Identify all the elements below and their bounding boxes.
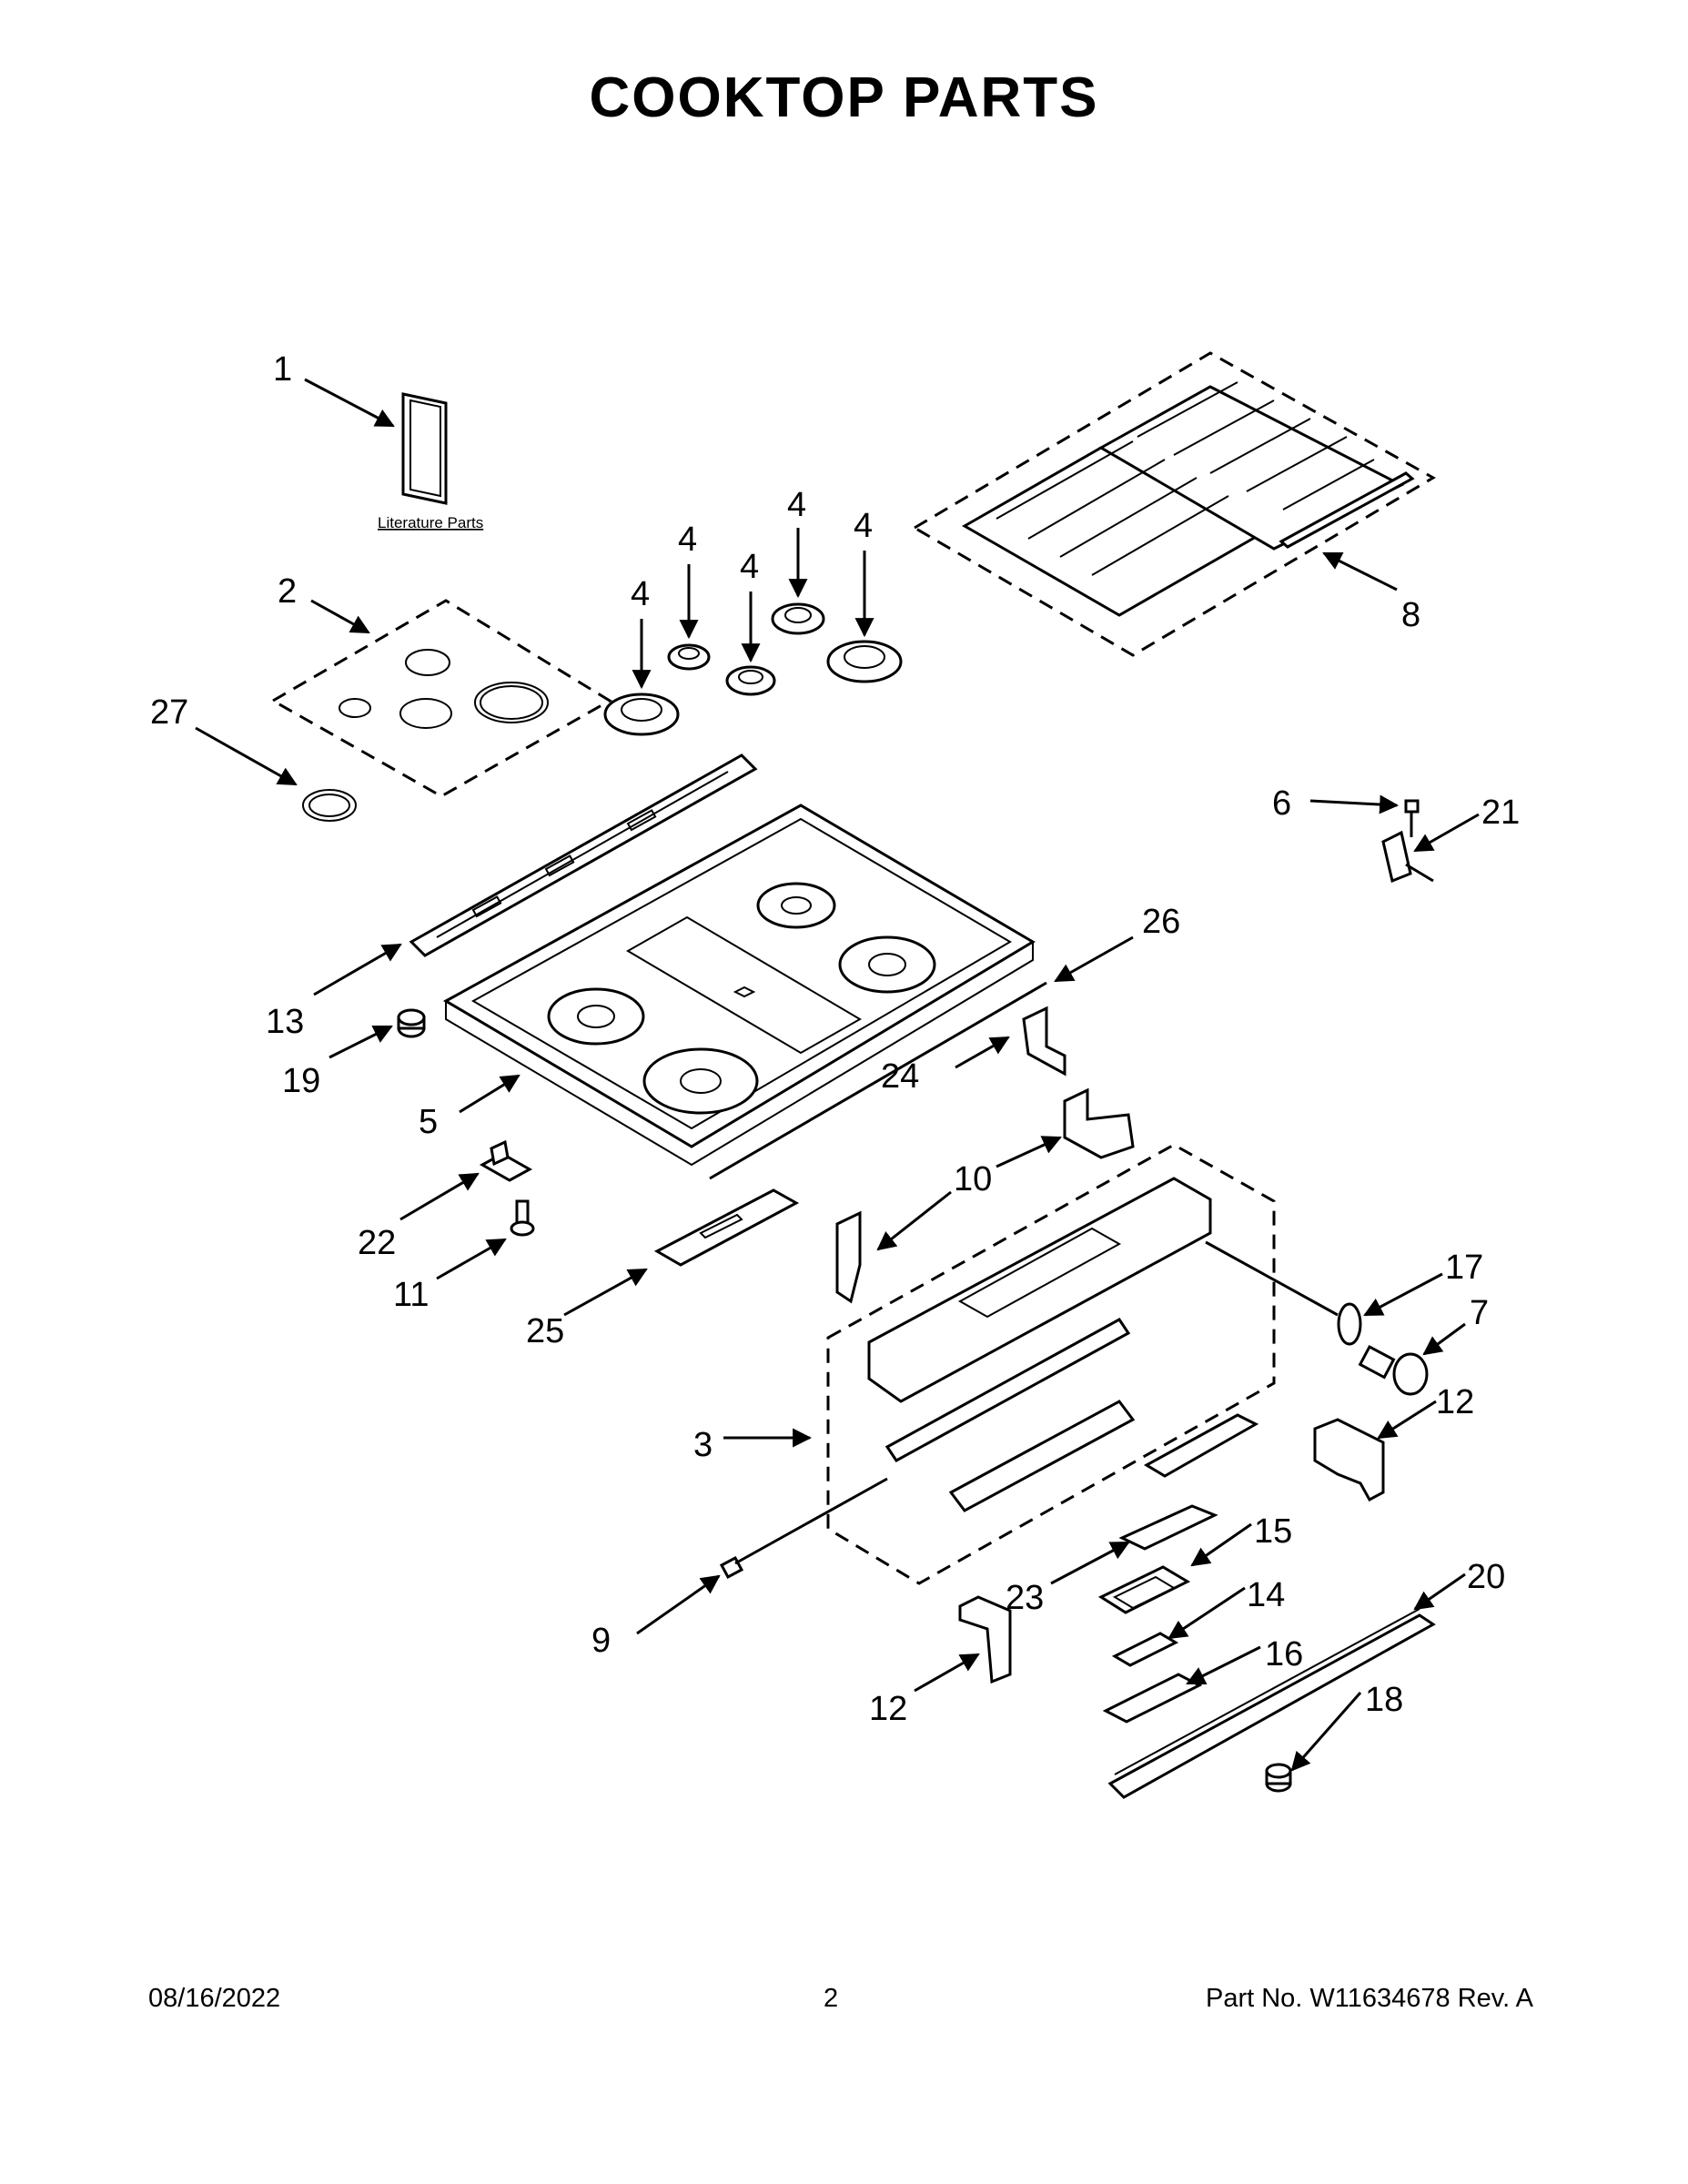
callout-27: 27	[150, 693, 188, 732]
bracket-24	[1022, 1006, 1066, 1077]
end-cap-right	[1313, 1418, 1385, 1502]
bracket-22	[479, 1139, 533, 1182]
callout-18: 18	[1365, 1681, 1403, 1719]
end-cap-left	[958, 1595, 1012, 1684]
display-lens	[1118, 1504, 1218, 1551]
callout-3: 3	[693, 1426, 713, 1464]
literature-parts-label: Literature Parts	[378, 514, 483, 531]
callout-6: 6	[1272, 784, 1291, 823]
callout-4c: 4	[740, 548, 759, 586]
callout-9: 9	[591, 1622, 611, 1660]
callout-25: 25	[526, 1312, 564, 1350]
callout-24: 24	[881, 1057, 919, 1096]
screw	[719, 1477, 888, 1580]
grates	[912, 351, 1437, 657]
burner-base-2	[667, 643, 711, 671]
callout-4b: 4	[678, 521, 697, 559]
callout-20: 20	[1467, 1558, 1505, 1596]
burner-ring	[302, 789, 357, 822]
interface-board	[1097, 1565, 1191, 1614]
main-cooktop	[442, 804, 1036, 1167]
vent	[653, 1188, 800, 1267]
screw-6	[1404, 799, 1420, 837]
callout-14: 14	[1247, 1576, 1285, 1614]
callout-13: 13	[266, 1003, 304, 1041]
callout-17: 17	[1445, 1249, 1483, 1287]
callout-4e: 4	[854, 507, 873, 545]
burner-base-4	[771, 602, 825, 635]
control-panel-trim	[409, 753, 758, 957]
control-knob	[1358, 1344, 1429, 1396]
callout-11: 11	[393, 1276, 429, 1314]
burner-base-1	[603, 693, 680, 736]
footer-date: 08/16/2022	[148, 1984, 281, 2013]
keypad	[1111, 1632, 1179, 1667]
callout-2: 2	[278, 572, 297, 611]
callout-4a: 4	[631, 575, 650, 613]
page-title: COOKTOP PARTS	[589, 66, 1099, 129]
gasket-strip	[709, 981, 1047, 1180]
callout-26: 26	[1142, 903, 1180, 941]
callout-12a: 12	[1436, 1383, 1474, 1421]
callout-8: 8	[1401, 596, 1420, 634]
igniter-21	[1381, 830, 1434, 884]
bottom-trim	[1107, 1608, 1436, 1799]
callout-1: 1	[273, 350, 292, 389]
burner-cap-set	[269, 599, 612, 798]
bracket-10-upper	[1063, 1087, 1135, 1159]
callout-15: 15	[1254, 1512, 1292, 1551]
burner-base-3	[725, 665, 776, 696]
small-cap	[397, 1008, 426, 1038]
callout-10a: 10	[954, 1160, 992, 1198]
footer-page-number: 2	[824, 1984, 839, 2013]
leveling-leg	[510, 1199, 535, 1237]
callout-7: 7	[1470, 1294, 1489, 1332]
knob-bezel	[1337, 1302, 1362, 1346]
callout-21: 21	[1481, 794, 1520, 832]
callout-23: 23	[1006, 1579, 1044, 1617]
control-assembly	[826, 1143, 1339, 1585]
literature-parts-booklet: Literature Parts	[378, 392, 483, 531]
leader-lines	[195, 378, 1480, 1772]
burner-bases	[603, 602, 903, 736]
bracket-16	[1102, 1673, 1203, 1724]
bracket-10-lower	[835, 1210, 862, 1304]
callout-labels: 1 2 3 4 4 4 4 4 5 6 7 8 9 10 11 12 12 13…	[150, 350, 1520, 1728]
callout-5: 5	[419, 1103, 438, 1141]
callout-22: 22	[358, 1224, 396, 1262]
burner-base-5	[826, 640, 903, 683]
callout-4d: 4	[787, 486, 806, 524]
callout-19: 19	[282, 1062, 320, 1100]
callout-12b: 12	[869, 1690, 907, 1728]
callout-16: 16	[1265, 1635, 1303, 1673]
button-18	[1265, 1763, 1292, 1793]
footer-part-number: Part No. W11634678 Rev. A	[1205, 1984, 1533, 2013]
